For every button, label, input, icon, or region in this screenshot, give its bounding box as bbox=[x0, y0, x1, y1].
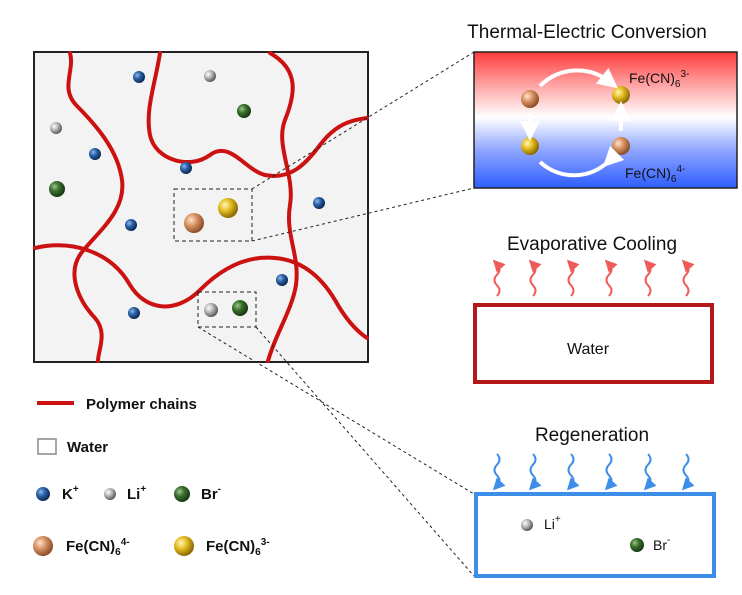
moisture-arrow bbox=[528, 453, 542, 491]
thermal-title: Thermal-Electric Conversion bbox=[467, 22, 707, 43]
regen-box bbox=[474, 492, 716, 578]
ion-fe-cn-6-3minus bbox=[218, 198, 238, 218]
moisture-arrow bbox=[643, 453, 657, 491]
legend: Polymer chains Water K+ Li+ Br- Fe(CN)64… bbox=[33, 396, 270, 558]
ion-li bbox=[204, 303, 218, 317]
heat-arrow bbox=[604, 259, 618, 297]
regen-arrows bbox=[492, 453, 695, 491]
legend-fe3-swatch bbox=[174, 536, 194, 556]
water-box bbox=[473, 303, 714, 384]
ion-fe-cn-6-3minus bbox=[612, 86, 630, 104]
polymer-chain-4 bbox=[33, 243, 369, 340]
legend-polymer-label: Polymer chains bbox=[86, 396, 197, 413]
ion-fe-cn-6-4minus bbox=[184, 213, 204, 233]
legend-k-swatch bbox=[36, 487, 50, 501]
legend-br-label: Br- bbox=[201, 484, 221, 503]
legend-fe4-label: Fe(CN)64- bbox=[66, 537, 130, 558]
heat-arrow bbox=[566, 259, 580, 297]
ion-fe-cn-6-4minus bbox=[612, 137, 630, 155]
ion-li bbox=[50, 122, 62, 134]
ion-br bbox=[237, 104, 251, 118]
ion-li bbox=[521, 519, 533, 531]
thermal-label-fe3: Fe(CN)63- bbox=[629, 69, 689, 90]
moisture-arrow bbox=[604, 453, 618, 491]
zoom-box-redox bbox=[173, 188, 253, 242]
ion-br bbox=[49, 181, 65, 197]
legend-fe3-label: Fe(CN)63- bbox=[206, 537, 270, 558]
ion-k bbox=[276, 274, 288, 286]
thermal-panel: Fe(CN)63- Fe(CN)64- bbox=[473, 51, 738, 189]
ion-k bbox=[89, 148, 101, 160]
ion-k bbox=[180, 162, 192, 174]
evap-title: Evaporative Cooling bbox=[507, 234, 677, 255]
ion-br bbox=[232, 300, 248, 316]
heat-arrow bbox=[681, 259, 695, 297]
heat-arrow bbox=[528, 259, 542, 297]
ions-in-gel bbox=[49, 70, 325, 319]
legend-li-label: Li+ bbox=[127, 484, 146, 503]
ion-k bbox=[133, 71, 145, 83]
hydrogel-panel bbox=[33, 51, 369, 363]
zoom-box-salt bbox=[197, 291, 257, 328]
polymer-chains bbox=[33, 51, 369, 363]
ion-k bbox=[313, 197, 325, 209]
legend-water-label: Water bbox=[67, 439, 108, 456]
regen-li-label: Li+ bbox=[544, 514, 561, 532]
heat-arrow bbox=[643, 259, 657, 297]
evap-arrows bbox=[492, 259, 695, 297]
ion-k bbox=[125, 219, 137, 231]
polymer-chain-1 bbox=[66, 51, 125, 363]
legend-fe4-swatch bbox=[33, 536, 53, 556]
ion-fe-cn-6-3minus bbox=[521, 137, 539, 155]
legend-li-swatch bbox=[104, 488, 116, 500]
polymer-chain-2 bbox=[146, 51, 369, 178]
moisture-arrow bbox=[681, 453, 695, 491]
moisture-arrow bbox=[566, 453, 580, 491]
legend-k-label: K+ bbox=[62, 484, 79, 503]
regen-title: Regeneration bbox=[535, 425, 649, 446]
ion-fe-cn-6-4minus bbox=[521, 90, 539, 108]
heat-arrow bbox=[492, 259, 506, 297]
moisture-arrow bbox=[492, 453, 506, 491]
redox-cycle-arrows bbox=[520, 67, 631, 178]
thermal-gradient-box bbox=[473, 51, 738, 189]
regen-br-label: Br- bbox=[653, 535, 670, 553]
ion-br bbox=[630, 538, 644, 552]
legend-br-swatch bbox=[174, 486, 190, 502]
ion-li bbox=[204, 70, 216, 82]
water-box-label: Water bbox=[567, 341, 610, 358]
polymer-chain-3 bbox=[266, 51, 299, 363]
ion-k bbox=[128, 307, 140, 319]
zoom-connectors bbox=[197, 51, 475, 577]
legend-water-swatch bbox=[37, 438, 57, 455]
thermal-label-fe4: Fe(CN)64- bbox=[625, 164, 685, 185]
